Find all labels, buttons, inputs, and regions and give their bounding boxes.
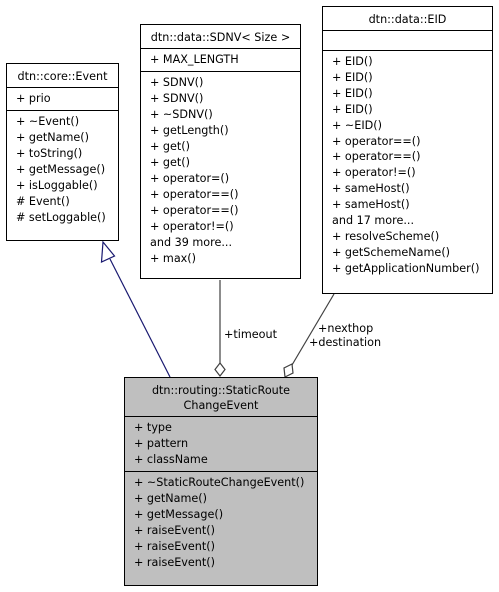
inheritance-arrowhead bbox=[100, 240, 116, 263]
timeout-label: +timeout bbox=[224, 328, 277, 341]
destination-label: +destination bbox=[309, 336, 382, 349]
class-event-methods: + ~Event() + getName() + toString() + getMe… bbox=[7, 110, 118, 229]
class-member-method: + operator==() bbox=[332, 134, 421, 148]
timeout-diamond bbox=[214, 362, 226, 377]
class-member-method: + sameHost() bbox=[332, 198, 410, 212]
class-member-method: + sameHost() bbox=[332, 182, 410, 196]
class-main-title: dtn::routing::StaticRoute ChangeEvent bbox=[151, 384, 291, 412]
class-member-method: + get() bbox=[150, 156, 191, 169]
class-member-method: + operator=() bbox=[150, 172, 230, 185]
class-member-method: + getMessage() bbox=[16, 163, 106, 176]
class-member-attribute: + prio bbox=[16, 92, 51, 105]
class-member-method: + ~Event() bbox=[16, 115, 80, 128]
class-member-attribute: + MAX_LENGTH bbox=[150, 53, 239, 66]
eid-diamond bbox=[283, 363, 294, 378]
class-member-method: + get() bbox=[150, 140, 191, 153]
class-event-title: dtn::core::Event bbox=[17, 70, 108, 83]
class-member-method: + operator!=() bbox=[332, 166, 416, 180]
class-sdnv-title: dtn::data::SDNV< Size > bbox=[150, 31, 291, 44]
class-member-method: + isLoggable() bbox=[16, 179, 98, 192]
class-member-method: + EID() bbox=[332, 70, 373, 84]
class-member-attribute: + type bbox=[134, 421, 172, 434]
class-member-method: + getName() bbox=[16, 131, 90, 144]
class-eid[interactable]: dtn::data::EID + EID()+ EID()+ EID()+ EI… bbox=[322, 6, 493, 294]
nexthop-label: +nexthop bbox=[318, 322, 374, 335]
class-eid-attributes bbox=[323, 30, 492, 50]
class-member-method: + EID() bbox=[332, 55, 373, 68]
class-event-attributes: + prio bbox=[7, 87, 118, 110]
class-event[interactable]: dtn::core::Event + prio + ~Event()+ getN… bbox=[6, 63, 119, 241]
class-eid-methods: + EID() + EID() + EID() + EID() + ~EID() + op… bbox=[323, 50, 492, 280]
class-main-methods: + ~StaticRouteChangeEvent() + getName() + … bbox=[125, 471, 317, 574]
class-sdnv-attributes: + MAX_LENGTH bbox=[141, 48, 300, 71]
class-member-method: # setLoggable() bbox=[16, 211, 106, 224]
class-member-method: + SDNV() bbox=[150, 76, 204, 89]
class-member-method: + SDNV() bbox=[150, 92, 204, 105]
eid-edge bbox=[291, 293, 335, 366]
class-member-method: + ~EID() bbox=[332, 118, 383, 132]
class-member-method: + raiseEvent() bbox=[134, 524, 215, 537]
class-member-method: + toString() bbox=[16, 147, 83, 160]
class-member-method: + operator==() bbox=[332, 150, 421, 164]
class-member-method: + EID() bbox=[332, 102, 373, 116]
class-member-attribute: + className bbox=[134, 453, 208, 466]
class-member-method: + getLength() bbox=[150, 124, 229, 137]
class-sdnv-methods: + SDNV() + SDNV() + ~SDNV() + getLength() + … bbox=[141, 71, 300, 270]
class-sdnv[interactable]: dtn::data::SDNV< Size > + MAX_LENGTH + S… bbox=[140, 24, 301, 279]
class-member-method: + ~StaticRouteChangeEvent() bbox=[134, 476, 305, 489]
class-member-method: + resolveScheme() bbox=[332, 229, 440, 243]
class-member-method: + getApplicationNumber() bbox=[332, 261, 480, 275]
class-static-route-change-event[interactable]: dtn::routing::StaticRoute ChangeEvent + … bbox=[124, 377, 318, 586]
class-member-method: + raiseEvent() bbox=[134, 540, 215, 553]
class-member-method: + getMessage() bbox=[134, 508, 224, 521]
class-member-method: and 39 more... bbox=[150, 236, 233, 249]
class-member-method: + getSchemeName() bbox=[332, 245, 451, 259]
class-member-method: + EID() bbox=[332, 86, 373, 100]
class-member-method: # Event() bbox=[16, 195, 70, 208]
class-member-method: + max() bbox=[150, 252, 197, 265]
class-member-method: + raiseEvent() bbox=[134, 556, 215, 569]
class-member-method: + operator==() bbox=[150, 204, 239, 217]
class-member-method: + ~SDNV() bbox=[150, 108, 213, 121]
class-member-method: and 17 more... bbox=[332, 214, 415, 228]
class-eid-title: dtn::data::EID bbox=[368, 13, 447, 26]
class-member-method: + operator!=() bbox=[150, 220, 234, 233]
inheritance-edge bbox=[109, 258, 171, 378]
class-member-method: + getName() bbox=[134, 492, 208, 505]
class-member-attribute: + pattern bbox=[134, 437, 189, 450]
class-member-method: + operator==() bbox=[150, 188, 239, 201]
class-main-attributes: + type + pattern + className bbox=[125, 416, 317, 471]
